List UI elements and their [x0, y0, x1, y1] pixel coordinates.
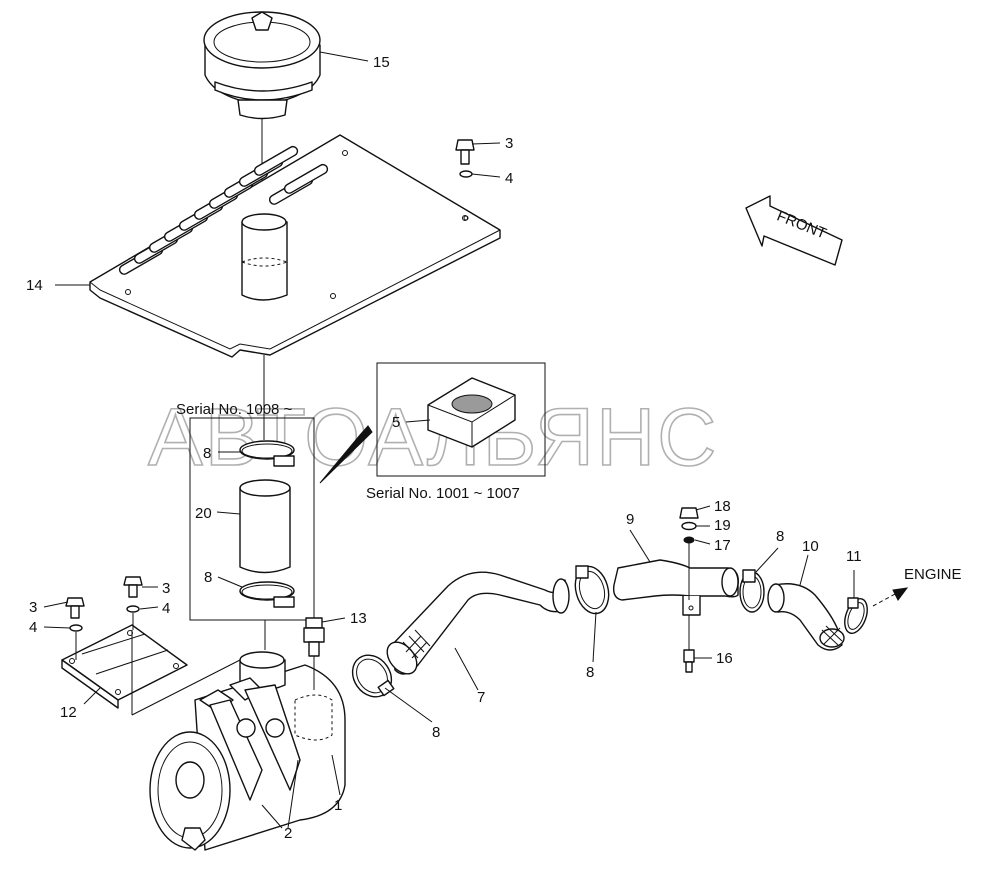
serial-new-label: Serial No. 1008 ~ [176, 401, 293, 418]
callout-19: 19 [714, 517, 731, 534]
hose-grip-texture [402, 629, 431, 659]
air-cleaner-body [149, 651, 346, 851]
callout-12: 12 [60, 704, 77, 721]
callout-15: 15 [373, 54, 390, 71]
callout-11: 11 [846, 548, 862, 565]
callout-8-right: 8 [776, 528, 784, 545]
engine-label: ENGINE [904, 566, 962, 583]
nut-washer-stack [679, 507, 699, 544]
callout-3-left: 3 [29, 599, 37, 616]
front-direction-arrow: FRONT [745, 195, 843, 266]
callout-7: 7 [477, 689, 485, 706]
cover-plate [89, 134, 501, 440]
serial-new-group: Serial No. 1008 ~ [176, 401, 315, 621]
callout-numbers: 15 3 4 14 5 8 20 8 3 4 3 4 13 12 1 2 8 7… [26, 54, 862, 842]
callout-4-left: 4 [29, 619, 37, 636]
elbow-grip-texture [821, 625, 843, 646]
callout-8-body: 8 [432, 724, 440, 741]
cover-plate-slots [118, 145, 329, 275]
intake-pipe [612, 540, 739, 650]
callout-8-upper: 8 [203, 445, 211, 462]
mount-bracket [61, 624, 241, 716]
clamp-upper [239, 440, 295, 467]
callout-4-right: 4 [162, 600, 170, 617]
callout-2: 2 [284, 825, 292, 842]
callout-14: 14 [26, 277, 43, 294]
elbow-hose [767, 583, 845, 651]
callout-20: 20 [195, 505, 212, 522]
bolt-top [455, 139, 475, 221]
callout-8-mid: 8 [586, 664, 594, 681]
callout-16: 16 [716, 650, 733, 667]
clamp-engine-inlet [844, 597, 868, 634]
callout-18: 18 [714, 498, 731, 515]
callout-9: 9 [626, 511, 634, 528]
restriction-indicator [303, 617, 325, 690]
connector-tube [239, 479, 291, 574]
clamp-body-outlet [351, 654, 395, 698]
intake-hose [386, 571, 570, 675]
callout-3-right: 3 [162, 580, 170, 597]
serial-old-label: Serial No. 1001 ~ 1007 [366, 485, 520, 502]
callout-13: 13 [350, 610, 367, 627]
callout-8-lower: 8 [204, 569, 212, 586]
serial-old-group: Serial No. 1001 ~ 1007 [319, 362, 546, 502]
clamp-lower [239, 581, 295, 608]
bracket-bolt-right [123, 576, 143, 630]
callout-1: 1 [334, 797, 342, 814]
pre-cleaner-cap [203, 11, 321, 200]
clamp-pipe-outlet [739, 569, 765, 613]
callout-10: 10 [802, 538, 819, 555]
callout-3-top: 3 [505, 135, 513, 152]
callout-4-top: 4 [505, 170, 513, 187]
callout-5: 5 [392, 414, 400, 431]
foam-block [427, 377, 516, 448]
engine-direction-arrow: ENGINE [872, 566, 962, 607]
callout-17: 17 [714, 537, 731, 554]
stud-bolt [683, 649, 695, 673]
leader-lines [43, 51, 855, 829]
clamp-hose-mid [574, 565, 610, 615]
